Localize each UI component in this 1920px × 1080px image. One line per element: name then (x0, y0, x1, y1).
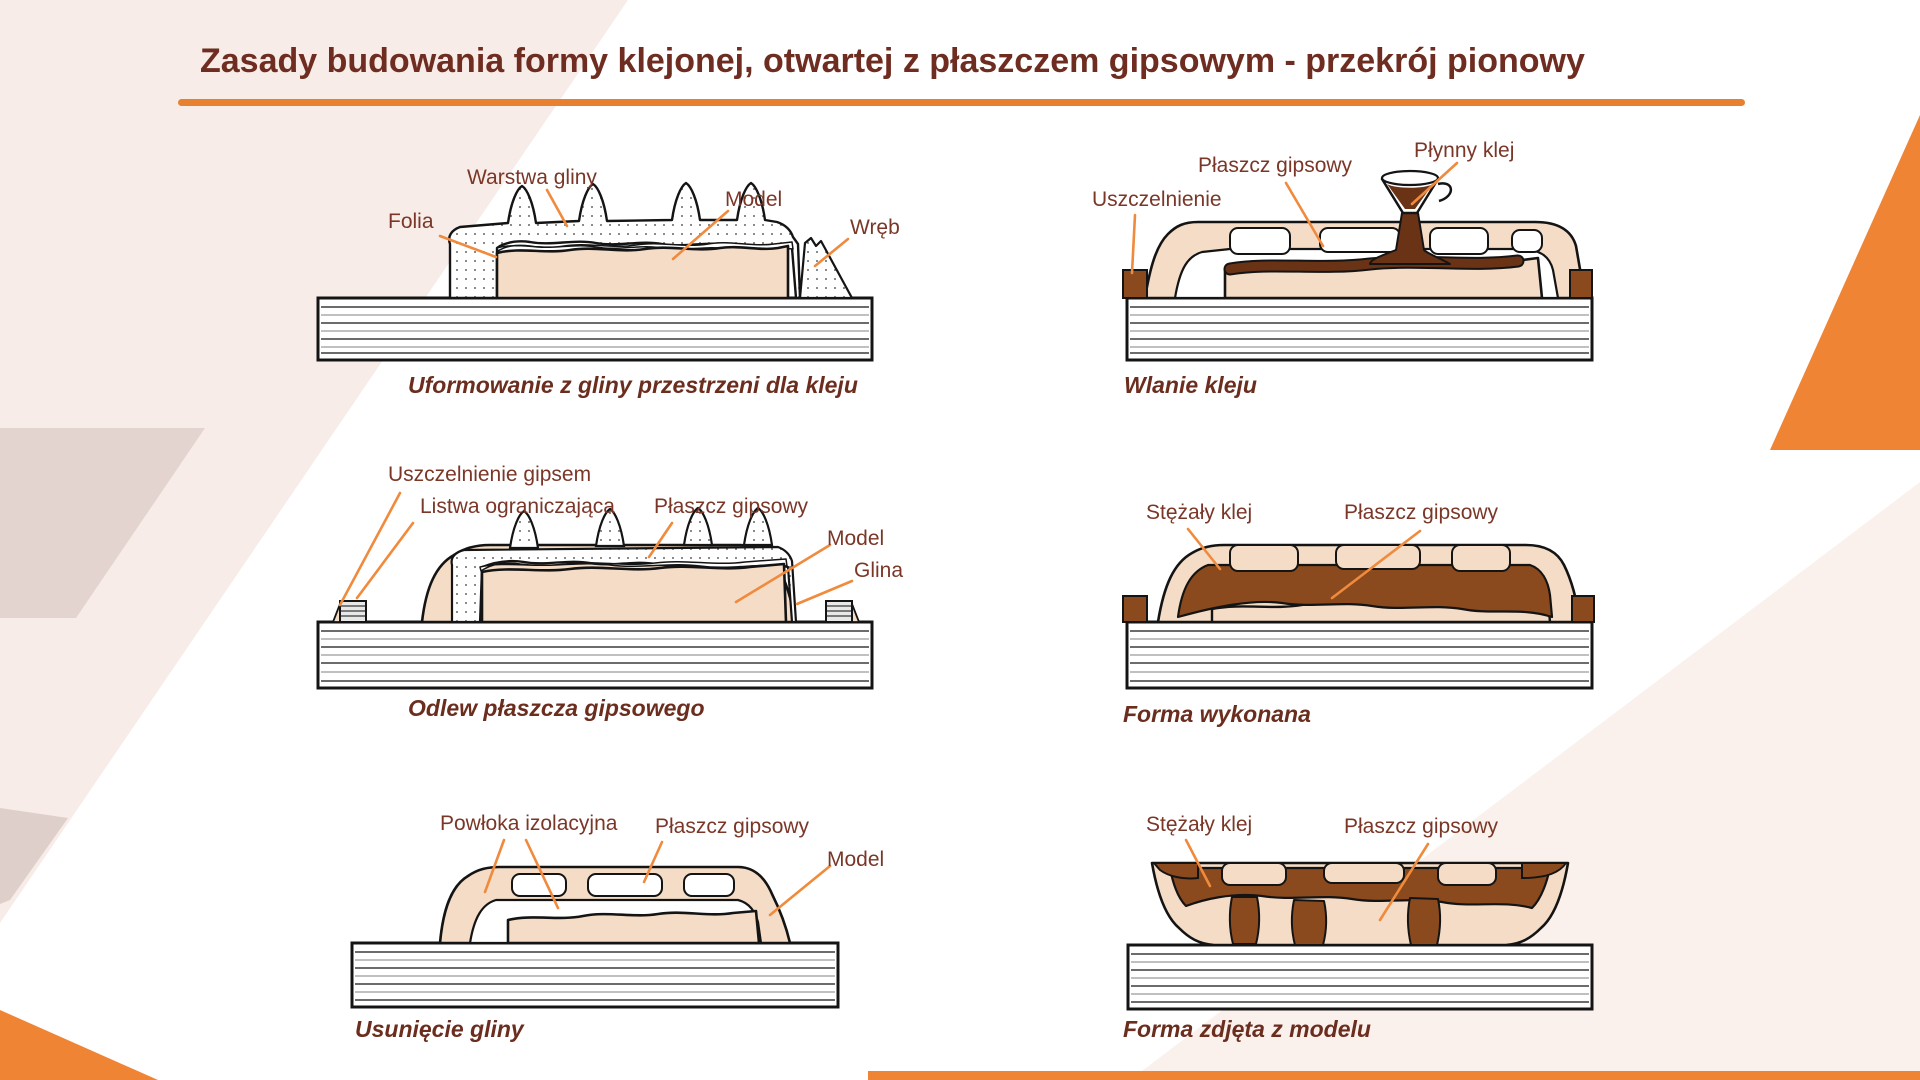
base-board (1125, 296, 1594, 362)
part-label: Płaszcz gipsowy (655, 815, 810, 838)
part-label: Płynny klej (1414, 139, 1515, 162)
part-label: Listwa ograniczająca (420, 495, 615, 518)
page-title: Zasady budowania formy klejonej, otwarte… (200, 42, 1585, 80)
panel-caption: Odlew płaszcza gipsowego (408, 695, 705, 721)
casing-ribs (1229, 544, 1511, 572)
panel-caption: Forma wykonana (1123, 701, 1311, 727)
part-label: Stężały klej (1146, 501, 1253, 524)
part-label: Model (827, 848, 885, 871)
seal-blocks (1122, 595, 1595, 623)
glue-cup (1380, 169, 1453, 215)
notch-wedge (798, 236, 854, 300)
model-shape (495, 244, 790, 300)
panel-forma-wykonana: Stężały klej Płaszcz gipsowy Forma wykon… (1080, 455, 1720, 735)
diagram-drawing-5 (350, 838, 840, 1009)
leader-lines (438, 188, 850, 268)
base-board (316, 620, 874, 690)
panel-odlew-plaszcza: Uszczelnienie gipsem Listwa ograniczając… (300, 455, 920, 735)
casing-vent-notches (511, 873, 735, 897)
base-board (1126, 943, 1594, 1011)
part-label: Glina (854, 559, 904, 582)
leader-lines (1186, 527, 1422, 600)
part-label: Folia (388, 210, 434, 233)
glue-fingers (1228, 896, 1442, 946)
casing-ribs (1221, 862, 1497, 886)
diagram-drawing-4 (1122, 527, 1595, 690)
base-board (316, 296, 874, 362)
panel-caption: Forma zdjęta z modelu (1123, 1016, 1371, 1042)
part-label: Płaszcz gipsowy (1344, 815, 1499, 838)
model-shape (506, 909, 761, 945)
panel-usuniecie-gliny: Powłoka izolacyjna Płaszcz gipsowy Model… (300, 770, 920, 1050)
diagram-drawing-3 (316, 491, 874, 690)
panel-forma-zdjeta: Stężały klej Płaszcz gipsowy Forma zdjęt… (1080, 770, 1720, 1050)
seal-blocks (1122, 269, 1593, 299)
casing-vent-notches (1229, 227, 1543, 255)
panel-caption: Wlanie kleju (1124, 372, 1257, 398)
leader-lines (338, 491, 854, 607)
clay-layer (447, 181, 802, 300)
part-label: Płaszcz gipsowy (654, 495, 809, 518)
part-label: Warstwa gliny (467, 166, 597, 189)
part-label: Wręb (850, 216, 900, 239)
part-label: Powłoka izolacyjna (440, 812, 618, 835)
panel-wlanie-kleju: Uszczelnienie Płaszcz gipsowy Płynny kle… (1080, 118, 1720, 410)
part-label: Płaszcz gipsowy (1198, 154, 1353, 177)
glue-layer (1223, 212, 1525, 276)
model-shape (480, 562, 788, 624)
seal-blocks (1151, 862, 1568, 880)
part-label: Model (725, 188, 783, 211)
leader-lines (1184, 838, 1430, 922)
part-label: Uszczelnienie gipsem (388, 463, 592, 486)
part-label: Model (827, 527, 885, 550)
diagram-drawing-2 (1122, 161, 1594, 362)
diagram-drawing-1 (316, 181, 874, 362)
base-board (1125, 620, 1594, 690)
diagram-drawing-6 (1126, 838, 1594, 1011)
glue-layer (1176, 563, 1554, 619)
panel-caption: Uformowanie z gliny przestrzeni dla klej… (408, 372, 858, 398)
part-label: Stężały klej (1146, 813, 1253, 836)
limiting-strips (331, 600, 861, 623)
part-label: Płaszcz gipsowy (1344, 501, 1499, 524)
base-board (350, 941, 840, 1009)
title-underline (178, 99, 1745, 106)
leader-lines (483, 838, 832, 917)
vent-spikes (508, 506, 774, 550)
leader-lines (1130, 161, 1459, 275)
part-label: Uszczelnienie (1092, 188, 1222, 211)
panel-caption: Usunięcie gliny (355, 1016, 524, 1042)
panel-uformowanie: Folia Warstwa gliny Model Wręb Uformowan… (300, 140, 920, 408)
